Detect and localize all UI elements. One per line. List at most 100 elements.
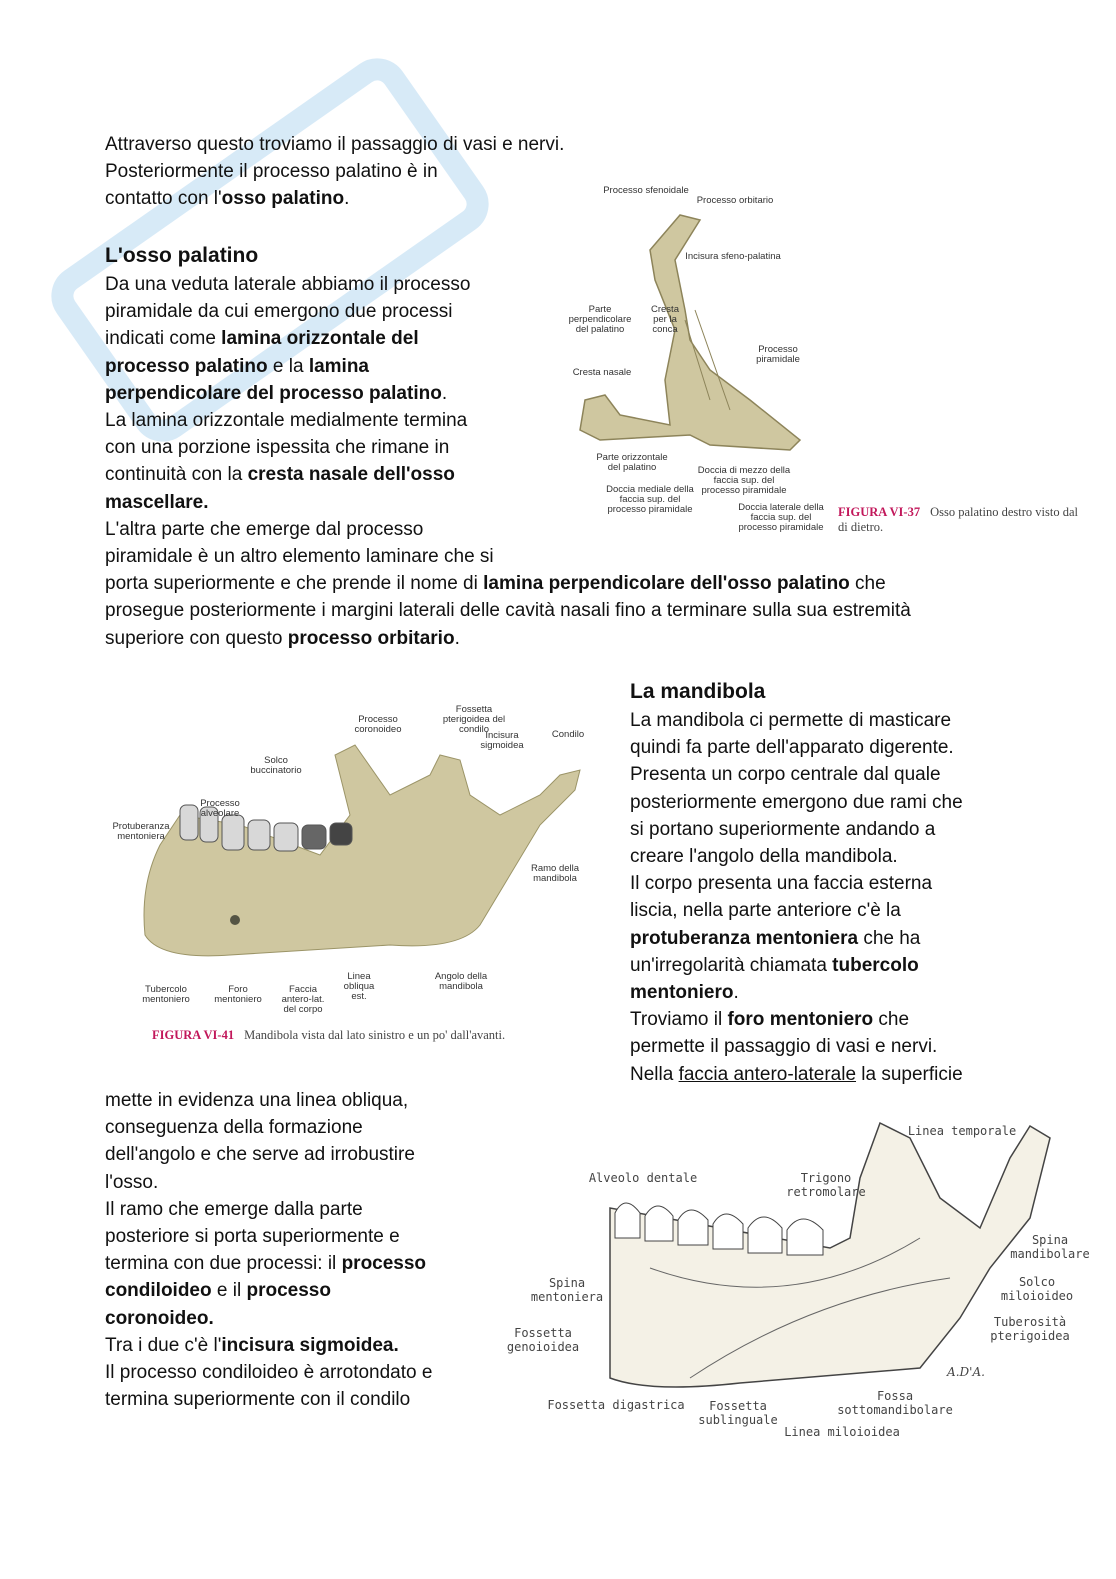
text-segment: Il corpo presenta una faccia esterna <box>630 873 933 895</box>
text-line: con una porzione ispessita che rimane in <box>105 434 911 461</box>
bold-term: lamina orizzontale del <box>221 328 419 350</box>
figure-number: FIGURA VI-41 <box>152 1028 235 1042</box>
bold-term: perpendicolare del processo palatino <box>105 382 442 404</box>
label: Alveolo dentale <box>588 1171 698 1185</box>
text-segment: Posteriormente il processo palatino è in <box>105 161 438 183</box>
text-line: termina superiormente con il condilo <box>105 1386 432 1413</box>
label: Doccia mediale della faccia sup. del pro… <box>606 484 694 515</box>
text-segment: Il processo condiloideo è arrotondato e <box>105 1362 433 1384</box>
text-line: si portano superiormente andando a <box>630 816 963 843</box>
artist-signature: A.D'A. <box>947 1365 985 1379</box>
text-line: dell'angolo e che serve ad irrobustire <box>105 1141 432 1168</box>
text-line: posteriore si porta superiormente e <box>105 1223 432 1250</box>
bold-term: lamina <box>308 355 370 377</box>
text-line: contatto con l'osso palatino. <box>105 185 564 212</box>
label: Cresta nasale <box>572 367 632 378</box>
label: Parte perpendicolare del palatino <box>568 304 632 335</box>
label: Tuberosità pterigoidea <box>990 1315 1070 1343</box>
mandibola-text: La mandibola ci permette di masticare qui… <box>630 707 963 1088</box>
text-line: l'osso. <box>105 1169 432 1196</box>
label: Fossa sottomandibolare <box>837 1389 953 1417</box>
watermark-logo-icon <box>51 58 489 442</box>
text-segment: conseguenza della formazione <box>105 1117 363 1139</box>
text-line: prosegue posteriormente i margini latera… <box>105 597 911 624</box>
text-segment: . <box>454 627 460 649</box>
label: Spina mandibolare <box>1010 1233 1090 1261</box>
text-segment: Tra i due c'è l' <box>105 1334 222 1356</box>
text-line: perpendicolare del processo palatino. <box>105 380 911 407</box>
text-segment: porta superiormente e che prende il nome… <box>105 573 484 595</box>
bold-term: mascellare. <box>105 491 209 513</box>
mandibola-text-continued: mette in evidenza una linea obliqua, cons… <box>105 1087 432 1413</box>
bold-term: condiloideo <box>105 1280 212 1302</box>
text-segment: quindi fa parte dell'apparato digerente. <box>630 737 954 759</box>
text-line: quindi fa parte dell'apparato digerente. <box>630 734 963 761</box>
text-segment: La lamina orizzontale medialmente termin… <box>105 410 468 432</box>
intro-text: Attraverso questo troviamo il passaggio … <box>105 131 564 213</box>
label: Processo alveolare <box>200 798 240 819</box>
label: Tubercolo mentoniero <box>142 984 190 1005</box>
label: Fossetta pterigoidea del condilo <box>442 704 506 735</box>
text-segment: liscia, nella parte anteriore c'è la <box>630 900 901 922</box>
section-heading-mandibola: La mandibola <box>630 680 766 703</box>
mandible-medial-illustration <box>609 1121 1051 1388</box>
underlined-term: faccia antero-laterale <box>678 1063 857 1085</box>
text-segment: e il <box>211 1280 247 1302</box>
text-line: Il ramo che emerge dalla parte <box>105 1196 432 1223</box>
label: Faccia antero-lat. del corpo <box>281 984 325 1015</box>
text-segment: contatto con l' <box>105 188 222 210</box>
text-line: posteriormente emergono due rami che <box>630 789 963 816</box>
text-segment: L'altra parte che emerge dal processo <box>105 518 424 540</box>
text-segment: La mandibola ci permette di masticare <box>630 710 952 731</box>
text-segment: la superficie <box>856 1063 963 1085</box>
label: Doccia di mezzo della faccia sup. del pr… <box>697 465 791 496</box>
text-segment: che <box>849 573 886 595</box>
text-line: Attraverso questo troviamo il passaggio … <box>105 131 564 158</box>
text-segment: l'osso. <box>105 1171 159 1193</box>
text-segment: con una porzione ispessita che rimane in <box>105 437 450 459</box>
text-line: porta superiormente e che prende il nome… <box>105 570 911 597</box>
label: Doccia laterale della faccia sup. del pr… <box>738 502 824 533</box>
palatino-text: Da una veduta laterale abbiamo il proces… <box>105 271 911 652</box>
text-segment: prosegue posteriormente i margini latera… <box>105 600 911 622</box>
text-line: protuberanza mentoniera che ha <box>630 925 963 952</box>
bold-term: lamina perpendicolare dell'osso palatino <box>483 573 850 595</box>
text-line: piramidale è un altro elemento laminare … <box>105 543 911 570</box>
text-line: mentoniero. <box>630 979 963 1006</box>
bold-term: processo orbitario <box>287 627 455 649</box>
text-segment: termina con due processi: il <box>105 1253 342 1275</box>
text-segment: si portano superiormente andando a <box>630 818 936 840</box>
text-segment: permette il passaggio di vasi e nervi. <box>630 1036 938 1058</box>
text-line: un'irregolarità chiamata tubercolo <box>630 952 963 979</box>
caption-text: Osso palatino destro visto dal <box>930 505 1078 519</box>
caption-text: di dietro. <box>838 520 884 534</box>
text-line: La mandibola ci permette di masticare <box>630 707 963 734</box>
bold-term: tubercolo <box>832 954 919 976</box>
text-line: conseguenza della formazione <box>105 1114 432 1141</box>
text-segment: continuità con la <box>105 464 248 486</box>
text-segment: dell'angolo e che serve ad irrobustire <box>105 1144 415 1166</box>
text-segment: che <box>873 1009 910 1031</box>
text-line: Posteriormente il processo palatino è in <box>105 158 564 185</box>
bold-term: osso palatino <box>221 188 345 210</box>
text-line: Presenta un corpo centrale dal quale <box>630 761 963 788</box>
bold-term: cresta nasale dell'osso <box>247 464 455 486</box>
label: Angolo della mandibola <box>434 971 488 992</box>
text-segment: mette in evidenza una linea obliqua, <box>105 1090 409 1111</box>
label: Linea miloioidea <box>784 1425 900 1439</box>
text-line: La lamina orizzontale medialmente termin… <box>105 407 911 434</box>
text-line: indicati come lamina orizzontale del <box>105 325 911 352</box>
label: Foro mentoniero <box>214 984 262 1005</box>
label: Protuberanza mentoniera <box>112 821 170 842</box>
text-line: mette in evidenza una linea obliqua, <box>105 1087 432 1114</box>
text-line: Da una veduta laterale abbiamo il proces… <box>105 271 911 298</box>
label: Trigono retromolare <box>786 1171 866 1199</box>
label: Processo coronoideo <box>354 714 402 735</box>
bold-term: processo <box>246 1280 331 1302</box>
text-segment: . <box>441 382 448 404</box>
text-segment: Da una veduta laterale abbiamo il proces… <box>105 274 471 295</box>
bold-term: processo palatino <box>105 355 268 377</box>
text-line: Tra i due c'è l'incisura sigmoidea. <box>105 1332 432 1359</box>
text-segment: superiore con questo <box>105 627 288 649</box>
